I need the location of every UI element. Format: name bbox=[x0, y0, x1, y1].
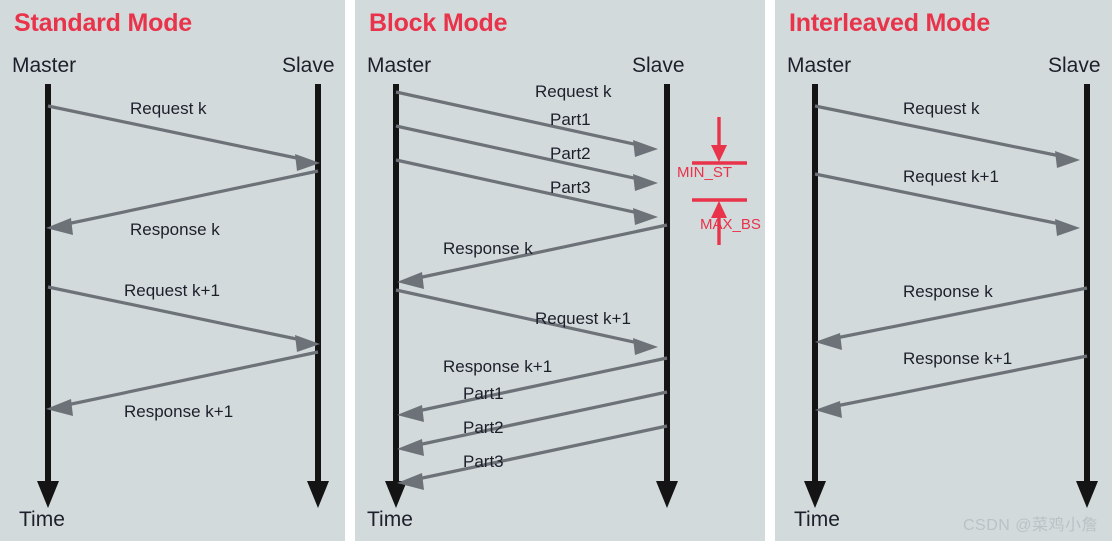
message-arrowhead-part1-response-block bbox=[397, 405, 424, 422]
message-arrow-part1-response-block bbox=[412, 356, 668, 414]
panel-standard-mode: Standard Mode Master Slave Request k Res… bbox=[0, 0, 345, 541]
lifeline-slave-arrowhead-interleaved bbox=[1076, 481, 1098, 508]
message-arrow-part2-response-block bbox=[412, 390, 668, 448]
message-label-part1-request-block: Part1 bbox=[550, 110, 591, 129]
message-label-request-k1-standard: Request k+1 bbox=[124, 281, 220, 300]
message-arrowhead-response-k-interleaved bbox=[815, 333, 842, 350]
time-label-block: Time bbox=[367, 508, 413, 531]
message-label-response-k1-block: Response k+1 bbox=[443, 357, 553, 376]
message-arrow-response-k-interleaved bbox=[830, 286, 1088, 341]
message-arrow-response-k1-standard bbox=[61, 350, 319, 408]
message-label-part1-response-block: Part1 bbox=[463, 384, 504, 403]
message-label-request-k-block: Request k bbox=[535, 82, 612, 101]
message-arrowhead-request-k1-block bbox=[633, 338, 658, 355]
actor-label-slave-interleaved: Slave bbox=[1048, 54, 1101, 77]
message-arrowhead-part3-response-block bbox=[397, 473, 424, 490]
message-arrow-part3-request-block bbox=[395, 158, 644, 216]
actor-label-master-interleaved: Master bbox=[787, 54, 852, 77]
message-label-response-k-interleaved: Response k bbox=[903, 282, 993, 301]
message-label-response-k-block: Response k bbox=[443, 239, 533, 258]
message-arrowhead-request-k-interleaved bbox=[1055, 151, 1080, 168]
lifeline-master-arrowhead-block bbox=[385, 481, 407, 508]
message-arrowhead-request-k-standard bbox=[295, 154, 320, 171]
message-label-part3-response-block: Part3 bbox=[463, 452, 504, 471]
message-label-request-k1-block: Request k+1 bbox=[535, 309, 631, 328]
message-label-part2-response-block: Part2 bbox=[463, 418, 504, 437]
lifeline-slave-arrowhead-standard bbox=[307, 481, 329, 508]
message-label-request-k-interleaved: Request k bbox=[903, 99, 980, 118]
time-label-standard: Time bbox=[19, 508, 65, 531]
block-mode-canvas bbox=[385, 84, 747, 508]
panel-title-standard: Standard Mode bbox=[14, 9, 192, 37]
annotation-label-min-st: MIN_ST bbox=[677, 164, 733, 181]
message-arrowhead-part3-request-block bbox=[633, 208, 658, 225]
panel-title-block: Block Mode bbox=[369, 9, 508, 37]
message-arrow-response-k-block bbox=[412, 223, 668, 281]
message-arrowhead-request-k1-standard bbox=[295, 335, 320, 352]
message-arrow-request-k-standard bbox=[47, 104, 307, 162]
message-arrowhead-part1-request-block bbox=[633, 140, 658, 157]
lifeline-master-arrowhead-standard bbox=[37, 481, 59, 508]
actor-label-master-block: Master bbox=[367, 54, 432, 77]
standard-mode-canvas bbox=[37, 84, 329, 508]
message-arrow-part1-request-block bbox=[395, 90, 644, 148]
message-arrow-response-k1-interleaved bbox=[830, 354, 1088, 409]
lifeline-slave-arrowhead-block bbox=[656, 481, 678, 508]
message-arrow-request-k1-block bbox=[395, 288, 644, 346]
message-arrow-part2-request-block bbox=[395, 124, 644, 182]
message-arrowhead-request-k1-interleaved bbox=[1055, 219, 1080, 236]
time-label-interleaved: Time bbox=[794, 508, 840, 531]
lifeline-master-arrowhead-interleaved bbox=[804, 481, 826, 508]
actor-label-master-standard: Master bbox=[12, 54, 77, 77]
interleaved-mode-canvas bbox=[804, 84, 1098, 508]
message-arrow-request-k1-interleaved bbox=[814, 172, 1066, 227]
panel-interleaved-mode: Interleaved Mode Master Slave Request k … bbox=[775, 0, 1112, 541]
message-arrow-part3-response-block bbox=[412, 424, 668, 482]
message-arrowhead-response-k1-interleaved bbox=[815, 401, 842, 418]
actor-label-slave-block: Slave bbox=[632, 54, 685, 77]
watermark-csdn: CSDN @菜鸡小詹 bbox=[962, 517, 1098, 534]
message-arrowhead-response-k-standard bbox=[46, 218, 73, 235]
message-label-response-k1-interleaved: Response k+1 bbox=[903, 349, 1013, 368]
message-arrow-response-k-standard bbox=[61, 169, 319, 227]
message-arrowhead-part2-request-block bbox=[633, 174, 658, 191]
panel-block-mode: Block Mode Master Slave bbox=[355, 0, 765, 541]
message-arrow-request-k-interleaved bbox=[814, 104, 1066, 159]
message-arrow-request-k1-standard bbox=[47, 285, 307, 343]
message-label-response-k-standard: Response k bbox=[130, 220, 220, 239]
message-label-request-k1-interleaved: Request k+1 bbox=[903, 167, 999, 186]
annotation-min-st-arrowhead-block bbox=[711, 145, 727, 162]
annotation-max-bs-arrowhead-block bbox=[711, 201, 727, 218]
message-label-part3-request-block: Part3 bbox=[550, 178, 591, 197]
message-arrowhead-response-k1-standard bbox=[46, 399, 73, 416]
annotation-label-max-bs: MAX_BS bbox=[700, 216, 761, 233]
panel-title-interleaved: Interleaved Mode bbox=[789, 9, 991, 37]
message-label-request-k-standard: Request k bbox=[130, 99, 207, 118]
message-label-response-k1-standard: Response k+1 bbox=[124, 402, 234, 421]
message-arrowhead-part2-response-block bbox=[397, 439, 424, 456]
message-label-part2-request-block: Part2 bbox=[550, 144, 591, 163]
message-arrowhead-response-k-block bbox=[397, 272, 424, 289]
actor-label-slave-standard: Slave bbox=[282, 54, 335, 77]
